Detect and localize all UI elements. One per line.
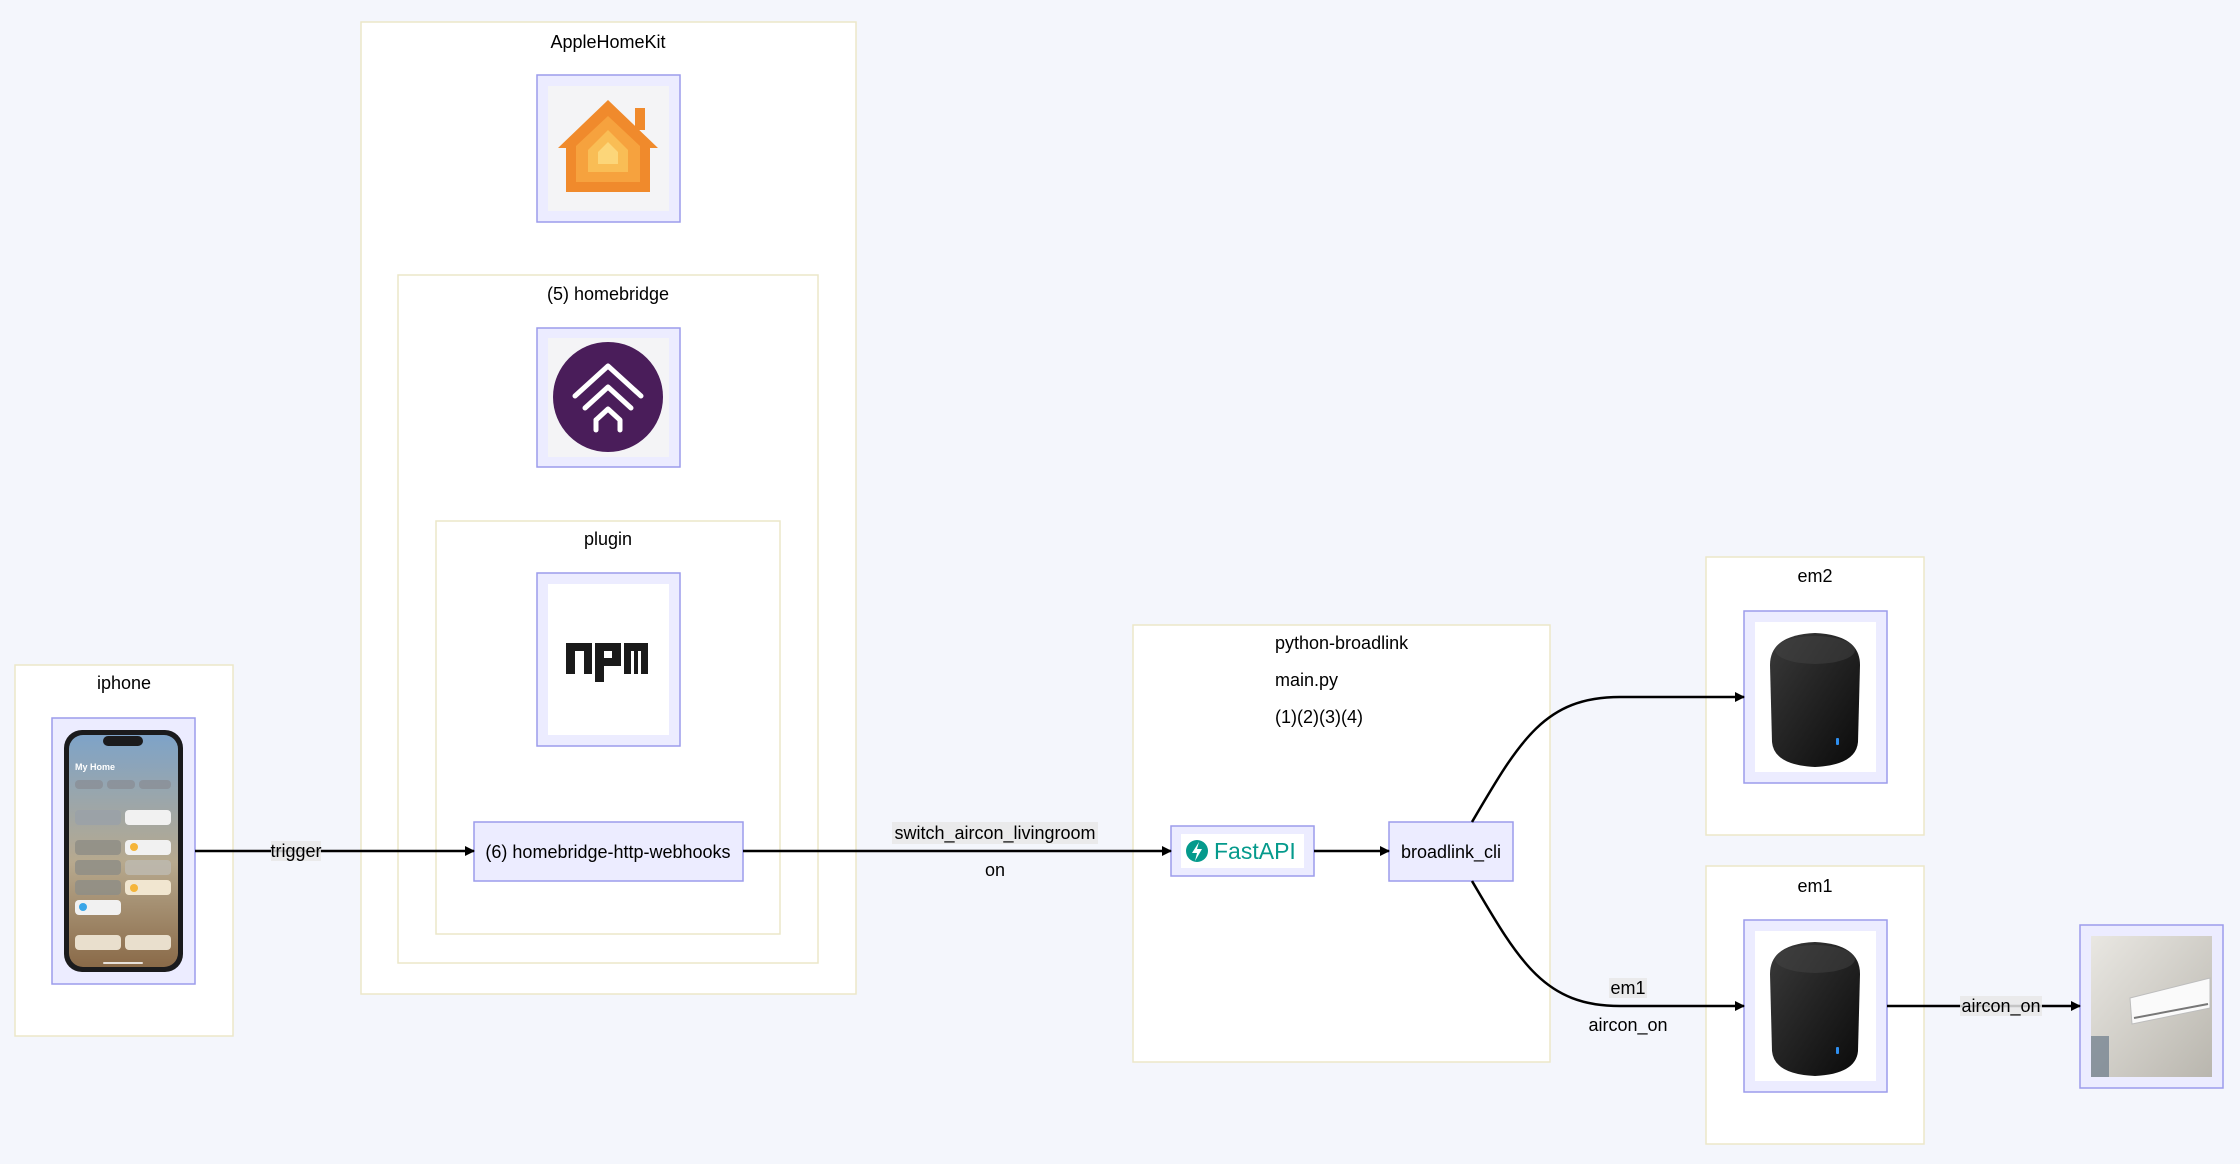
edge-label-em1-aircon-on: aircon_on (1588, 1015, 1667, 1036)
aircon-node (2079, 924, 2224, 1089)
group-label-apple-homekit: AppleHomeKit (550, 32, 665, 52)
webhooks-node: (6) homebridge-http-webhooks (473, 821, 744, 882)
broadlink-cli-node: broadlink_cli (1388, 821, 1514, 882)
broadlink-hub-icon (1770, 942, 1860, 1076)
homebridge-node (536, 327, 681, 468)
edge-cli-to-em2 (1470, 692, 1745, 823)
edge-label-switch-aircon: switch_aircon_livingroom (894, 823, 1095, 844)
group-label-iphone: iphone (97, 673, 151, 693)
homebridge-icon (553, 342, 663, 452)
group-label-homebridge: (5) homebridge (547, 284, 669, 304)
iphone-home-title: My Home (75, 762, 115, 772)
group-label-main-py: main.py (1275, 670, 1338, 690)
fastapi-bolt-icon (1186, 840, 1208, 862)
em2-device-node (1743, 610, 1888, 784)
group-label-em2: em2 (1797, 566, 1832, 586)
edge-label-aircon-on: aircon_on (1961, 996, 2040, 1017)
iphone-screenshot-icon: My Home (64, 730, 183, 972)
fastapi-node: FastAPI (1170, 825, 1315, 877)
homekit-node (536, 74, 681, 223)
webhooks-label: (6) homebridge-http-webhooks (485, 842, 730, 862)
iphone-node: My Home (51, 717, 196, 985)
homekit-icon (558, 100, 658, 192)
edge-label-em1: em1 (1610, 978, 1645, 998)
edge-cli-to-em1: em1 aircon_on (1470, 880, 1745, 1036)
fastapi-label: FastAPI (1214, 838, 1296, 864)
edge-switch-aircon: switch_aircon_livingroom on (743, 822, 1172, 880)
npm-node (536, 572, 681, 747)
broadlink-hub-icon (1770, 633, 1860, 767)
group-label-em1: em1 (1797, 876, 1832, 896)
edge-em1-to-aircon: aircon_on (1887, 996, 2081, 1017)
em1-device-node (1743, 919, 1888, 1093)
edge-label-trigger: trigger (270, 841, 321, 861)
broadlink-cli-label: broadlink_cli (1401, 842, 1501, 863)
npm-logo-icon (566, 643, 648, 682)
edge-trigger: trigger (195, 841, 475, 861)
air-conditioner-icon (2091, 977, 2211, 1077)
group-label-python-broadlink: python-broadlink (1275, 633, 1409, 653)
edge-label-on: on (985, 860, 1005, 880)
group-label-plugin: plugin (584, 529, 632, 549)
group-label-steps: (1)(2)(3)(4) (1275, 707, 1363, 727)
